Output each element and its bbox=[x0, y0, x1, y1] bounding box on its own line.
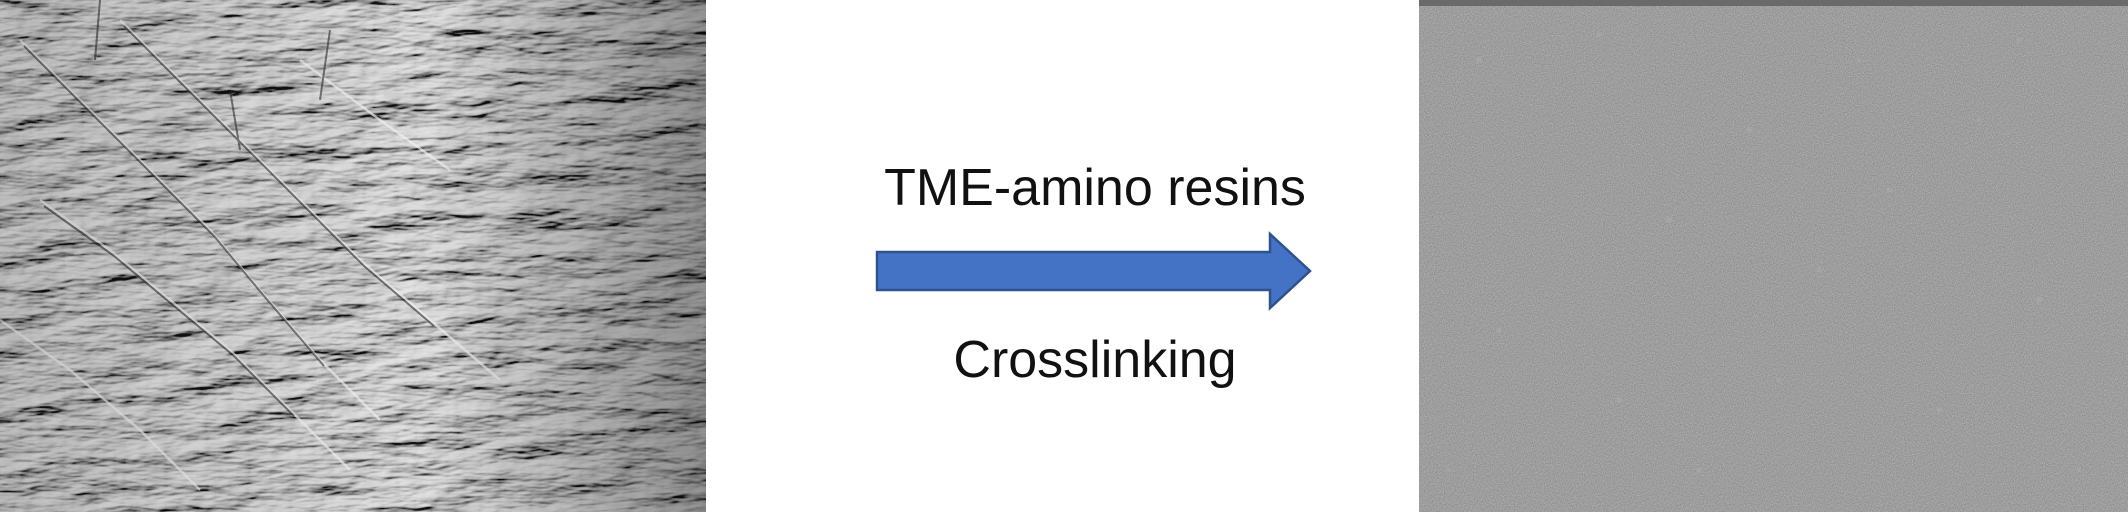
micrograph-before bbox=[0, 0, 706, 512]
right-arrow-icon bbox=[875, 231, 1312, 311]
micrograph-after bbox=[1419, 0, 2128, 512]
wrinkled-surface-image bbox=[0, 0, 706, 512]
process-label: TME-amino resins bbox=[884, 159, 1306, 217]
smooth-surface-image bbox=[1419, 0, 2128, 512]
step-label: Crosslinking bbox=[953, 331, 1237, 389]
arrow-shape bbox=[875, 231, 1312, 311]
